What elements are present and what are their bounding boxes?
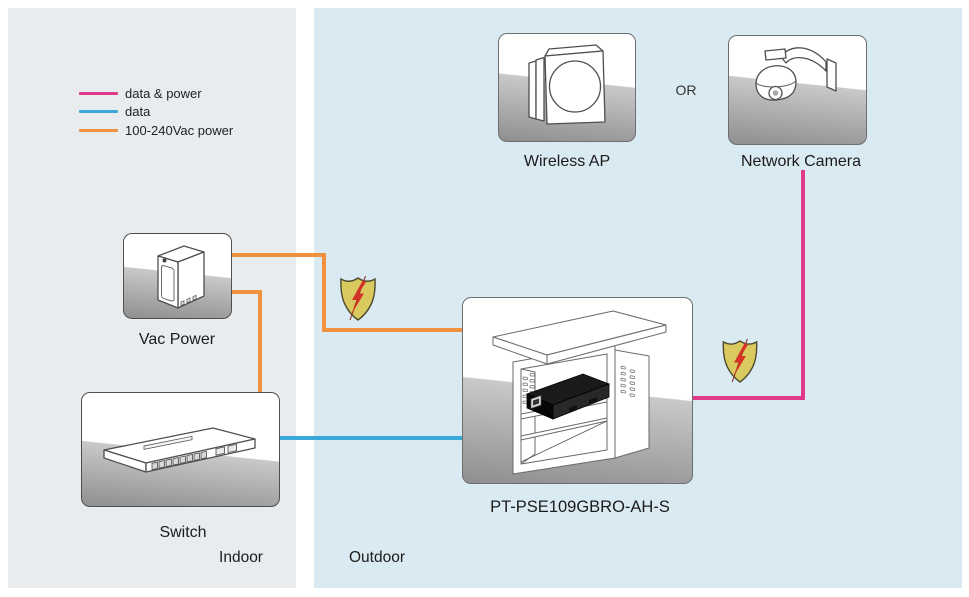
vac-power-node bbox=[123, 233, 232, 319]
vac-to-cabinet-line-h2 bbox=[322, 328, 464, 332]
legend-item-data: data bbox=[79, 103, 233, 122]
switch-node bbox=[81, 392, 280, 507]
indoor-zone-label: Indoor bbox=[219, 549, 263, 566]
vac-to-cabinet-line-h1 bbox=[231, 253, 326, 257]
poe-injector-device-icon bbox=[525, 373, 611, 420]
outdoor-zone-label: Outdoor bbox=[348, 549, 406, 566]
vac-to-switch-line-h bbox=[231, 290, 262, 294]
legend-label: 100-240Vac power bbox=[125, 122, 234, 138]
switch-label: Switch bbox=[159, 524, 207, 541]
vac-to-cabinet-line-v bbox=[322, 253, 326, 332]
vac-power-line-swatch bbox=[79, 128, 118, 133]
legend: data & power data 100-240Vac power bbox=[79, 84, 233, 140]
dome-camera-icon bbox=[755, 47, 837, 101]
legend-item-data-power: data & power bbox=[79, 84, 233, 103]
network-camera-node bbox=[728, 35, 867, 145]
or-label: OR bbox=[675, 82, 697, 98]
wireless-ap-icon bbox=[528, 44, 606, 125]
network-camera-label: Network Camera bbox=[740, 153, 862, 170]
wireless-ap-label: Wireless AP bbox=[523, 153, 611, 170]
surge-protection-shield-icon bbox=[722, 338, 758, 383]
outdoor-cabinet-icon bbox=[492, 310, 667, 475]
data-power-line-swatch bbox=[79, 91, 118, 95]
switch-to-cabinet-data-line bbox=[277, 436, 464, 440]
legend-item-vac-power: 100-240Vac power bbox=[79, 121, 233, 140]
camera-to-cabinet-line-v bbox=[801, 170, 805, 400]
wireless-ap-node bbox=[498, 33, 636, 142]
rack-switch-icon bbox=[103, 427, 256, 473]
poe-injector-cabinet-node bbox=[462, 297, 693, 484]
camera-to-cabinet-line-h bbox=[691, 396, 805, 400]
vac-to-switch-line-v bbox=[258, 290, 262, 396]
vac-power-label: Vac Power bbox=[138, 331, 216, 348]
data-line-swatch bbox=[79, 110, 118, 114]
surge-protection-shield-icon bbox=[340, 275, 376, 321]
legend-label: data & power bbox=[125, 85, 202, 101]
poe-injector-label: PT-PSE109GBRO-AH-S bbox=[490, 498, 670, 516]
ups-tower-icon bbox=[157, 245, 205, 309]
legend-label: data bbox=[125, 104, 151, 120]
